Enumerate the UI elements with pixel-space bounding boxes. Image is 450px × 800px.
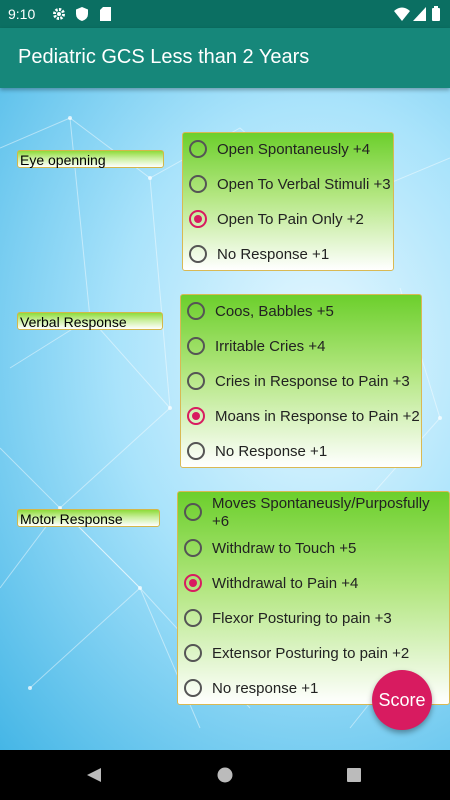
label-motor-response: Motor Response: [17, 509, 160, 527]
radio-group-eye-opening: Open Spontaneusly +4 Open To Verbal Stim…: [182, 132, 394, 271]
radio-option[interactable]: Coos, Babbles +5: [185, 295, 419, 330]
option-label: Cries in Response to Pain +3: [215, 373, 410, 390]
option-label: Moves Spontaneusly/Purposfully +6: [212, 495, 430, 530]
option-label: No Response +1: [215, 443, 328, 460]
radio-option[interactable]: Withdraw to Touch +5: [182, 532, 447, 567]
radio-option[interactable]: No Response +1: [185, 435, 419, 470]
option-label: Withdraw to Touch +5: [212, 540, 357, 557]
radio-group-verbal-response: Coos, Babbles +5 Irritable Cries +4 Crie…: [180, 294, 422, 468]
option-label: Open Spontaneusly +4: [217, 141, 371, 158]
radio-option[interactable]: Moves Spontaneusly/Purposfully +6: [182, 494, 447, 530]
radio-button[interactable]: [184, 644, 202, 662]
radio-button[interactable]: [184, 679, 202, 697]
radio-button[interactable]: [189, 175, 207, 193]
recents-icon[interactable]: [347, 768, 361, 782]
option-label: Moans in Response to Pain +2: [215, 408, 420, 425]
radio-button[interactable]: [189, 245, 207, 263]
radio-button[interactable]: [187, 442, 205, 460]
option-label: Irritable Cries +4: [215, 338, 326, 355]
option-label: Coos, Babbles +5: [215, 303, 334, 320]
score-button-label: Score: [378, 689, 426, 710]
radio-option[interactable]: Open To Pain Only +2: [187, 203, 391, 238]
radio-option[interactable]: Moans in Response to Pain +2: [185, 400, 420, 435]
battery-icon: [432, 6, 440, 21]
radio-button[interactable]: [184, 539, 202, 557]
radio-button[interactable]: [189, 140, 207, 158]
shield-icon: [76, 7, 88, 21]
radio-button-checked[interactable]: [189, 210, 207, 228]
cell-signal-icon: [413, 7, 426, 21]
app-bar: Pediatric GCS Less than 2 Years: [0, 28, 450, 88]
radio-option[interactable]: Extensor Posturing to pain +2: [182, 637, 447, 672]
radio-button[interactable]: [187, 337, 205, 355]
radio-option[interactable]: No Response +1: [187, 238, 391, 273]
radio-button-checked[interactable]: [184, 574, 202, 592]
option-label: Open To Verbal Stimuli +3: [217, 176, 391, 193]
home-icon[interactable]: [217, 767, 233, 783]
label-eye-opening: Eye openning: [17, 150, 164, 168]
option-label: No Response +1: [217, 246, 330, 263]
radio-option[interactable]: Irritable Cries +4: [185, 330, 419, 365]
content-area[interactable]: Eye openning Open Spontaneusly +4 Open T…: [0, 88, 450, 750]
radio-button[interactable]: [187, 302, 205, 320]
option-label: Open To Pain Only +2: [217, 211, 364, 228]
option-label: Flexor Posturing to pain +3: [212, 610, 392, 627]
status-time: 9:10: [8, 6, 36, 22]
radio-option[interactable]: Flexor Posturing to pain +3: [182, 602, 447, 637]
radio-option[interactable]: Open To Verbal Stimuli +3: [187, 168, 391, 203]
radio-option[interactable]: Cries in Response to Pain +3: [185, 365, 419, 400]
score-button[interactable]: Score: [372, 670, 432, 730]
option-label: Extensor Posturing to pain +2: [212, 645, 410, 662]
back-icon[interactable]: [86, 767, 102, 783]
radio-option[interactable]: No response +1: [182, 672, 447, 707]
page-title: Pediatric GCS Less than 2 Years: [18, 46, 310, 68]
settings-icon: [53, 8, 65, 20]
wifi-icon: [394, 7, 410, 21]
option-label: Withdrawal to Pain +4: [212, 575, 359, 592]
radio-button[interactable]: [184, 609, 202, 627]
navigation-bar: [0, 750, 450, 800]
radio-option[interactable]: Withdrawal to Pain +4: [182, 567, 447, 602]
radio-button[interactable]: [184, 503, 202, 521]
radio-button-checked[interactable]: [187, 407, 205, 425]
radio-button[interactable]: [187, 372, 205, 390]
label-verbal-response: Verbal Response: [17, 312, 163, 330]
radio-option[interactable]: Open Spontaneusly +4: [187, 133, 391, 168]
status-bar: 9:10: [0, 0, 450, 28]
option-label: No response +1: [212, 680, 319, 697]
sd-card-icon: [100, 7, 111, 21]
radio-group-motor-response: Moves Spontaneusly/Purposfully +6 Withdr…: [177, 491, 450, 705]
